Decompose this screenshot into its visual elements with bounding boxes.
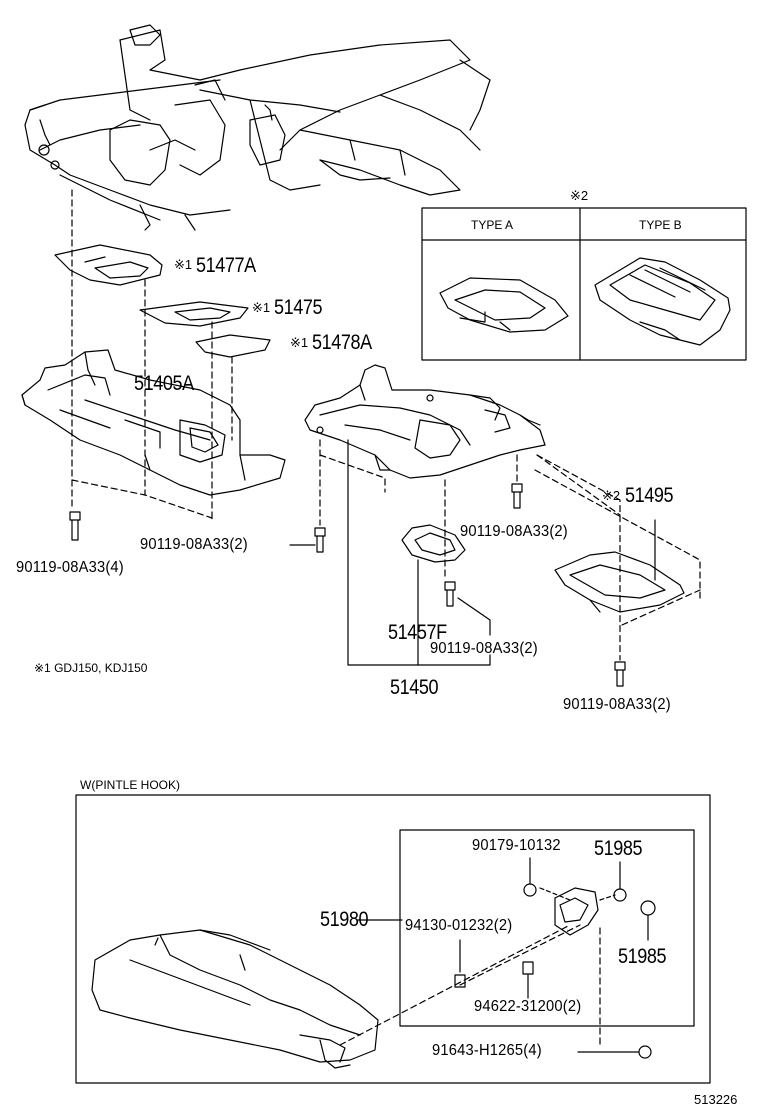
mark-1-51478a: ※1 (290, 335, 309, 350)
solid-leaders (289, 439, 656, 666)
dashed-leaders (71, 189, 701, 661)
part-51495-drawing (554, 551, 685, 613)
inset-type-a: TYPE A (471, 218, 514, 232)
label-bolt-mid-right: 90119-08A33(2) (460, 523, 568, 540)
part-51477a-drawing (54, 244, 163, 286)
label-bolt-center: 90119-08A33(2) (430, 640, 538, 657)
pintle-hook-title: W(PINTLE HOOK) (80, 778, 181, 792)
label-51980: 51980 (320, 908, 369, 931)
part-51405a-drawing (21, 349, 286, 496)
part-51475-drawing (139, 301, 249, 327)
type-inset-box (421, 207, 747, 361)
mark-1-51477a: ※1 (174, 257, 193, 272)
label-bolt-mid-left: 90119-08A33(2) (140, 536, 248, 553)
label-51450: 51450 (390, 676, 439, 699)
part-51478a-drawing (195, 334, 271, 358)
label-hook-washer: 94622-31200(2) (474, 998, 582, 1015)
label-51475: 51475 (274, 296, 323, 319)
label-bolt-left: 90119-08A33(4) (16, 559, 124, 576)
label-51495: 51495 (625, 484, 674, 507)
part-51457f-drawing (401, 524, 466, 563)
mark-1-51475: ※1 (252, 300, 271, 315)
part-51450-drawing (304, 364, 546, 479)
mark-2-inset: ※2 (570, 188, 589, 203)
label-51457f: 51457F (388, 621, 447, 644)
label-hook-pin: 90179-10132 (472, 837, 561, 854)
inset-type-b: TYPE B (639, 218, 682, 232)
reference-number: 513226 (694, 1092, 738, 1107)
bolt-icons (69, 483, 626, 687)
label-hook-frame-bolt: 91643-H1265(4) (432, 1042, 542, 1059)
label-51985-bottom: 51985 (618, 945, 667, 968)
label-hook-bolt: 94130-01232(2) (405, 917, 513, 934)
pintle-hook-section (75, 794, 711, 1084)
label-51477a: 51477A (196, 254, 256, 277)
note-gdj150-kdj150: ※1 GDJ150, KDJ150 (34, 661, 148, 675)
label-51405a: 51405A (134, 372, 194, 395)
mark-2-51495: ※2 (602, 488, 621, 503)
label-bolt-right: 90119-08A33(2) (563, 696, 671, 713)
vehicle-frame-drawing (24, 24, 491, 231)
label-51985-top: 51985 (594, 837, 643, 860)
label-51478a: 51478A (312, 331, 372, 354)
